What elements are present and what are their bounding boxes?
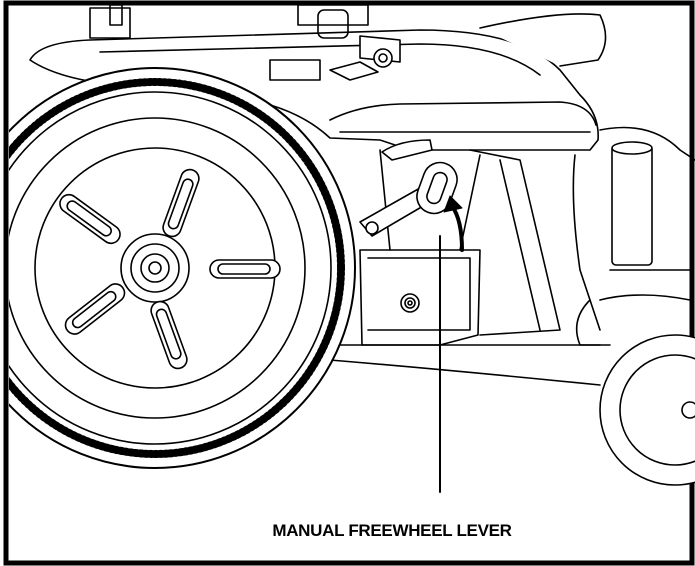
rear-wheel [9,67,356,469]
motor-housing [329,149,601,386]
seat-base [29,4,607,151]
front-caster [572,126,695,486]
callout-label: MANUAL FREEWHEEL LEVER [272,521,511,540]
freewheel-lever [359,139,458,237]
curved-arrow-up-icon [443,195,464,252]
frame-border [3,0,695,566]
